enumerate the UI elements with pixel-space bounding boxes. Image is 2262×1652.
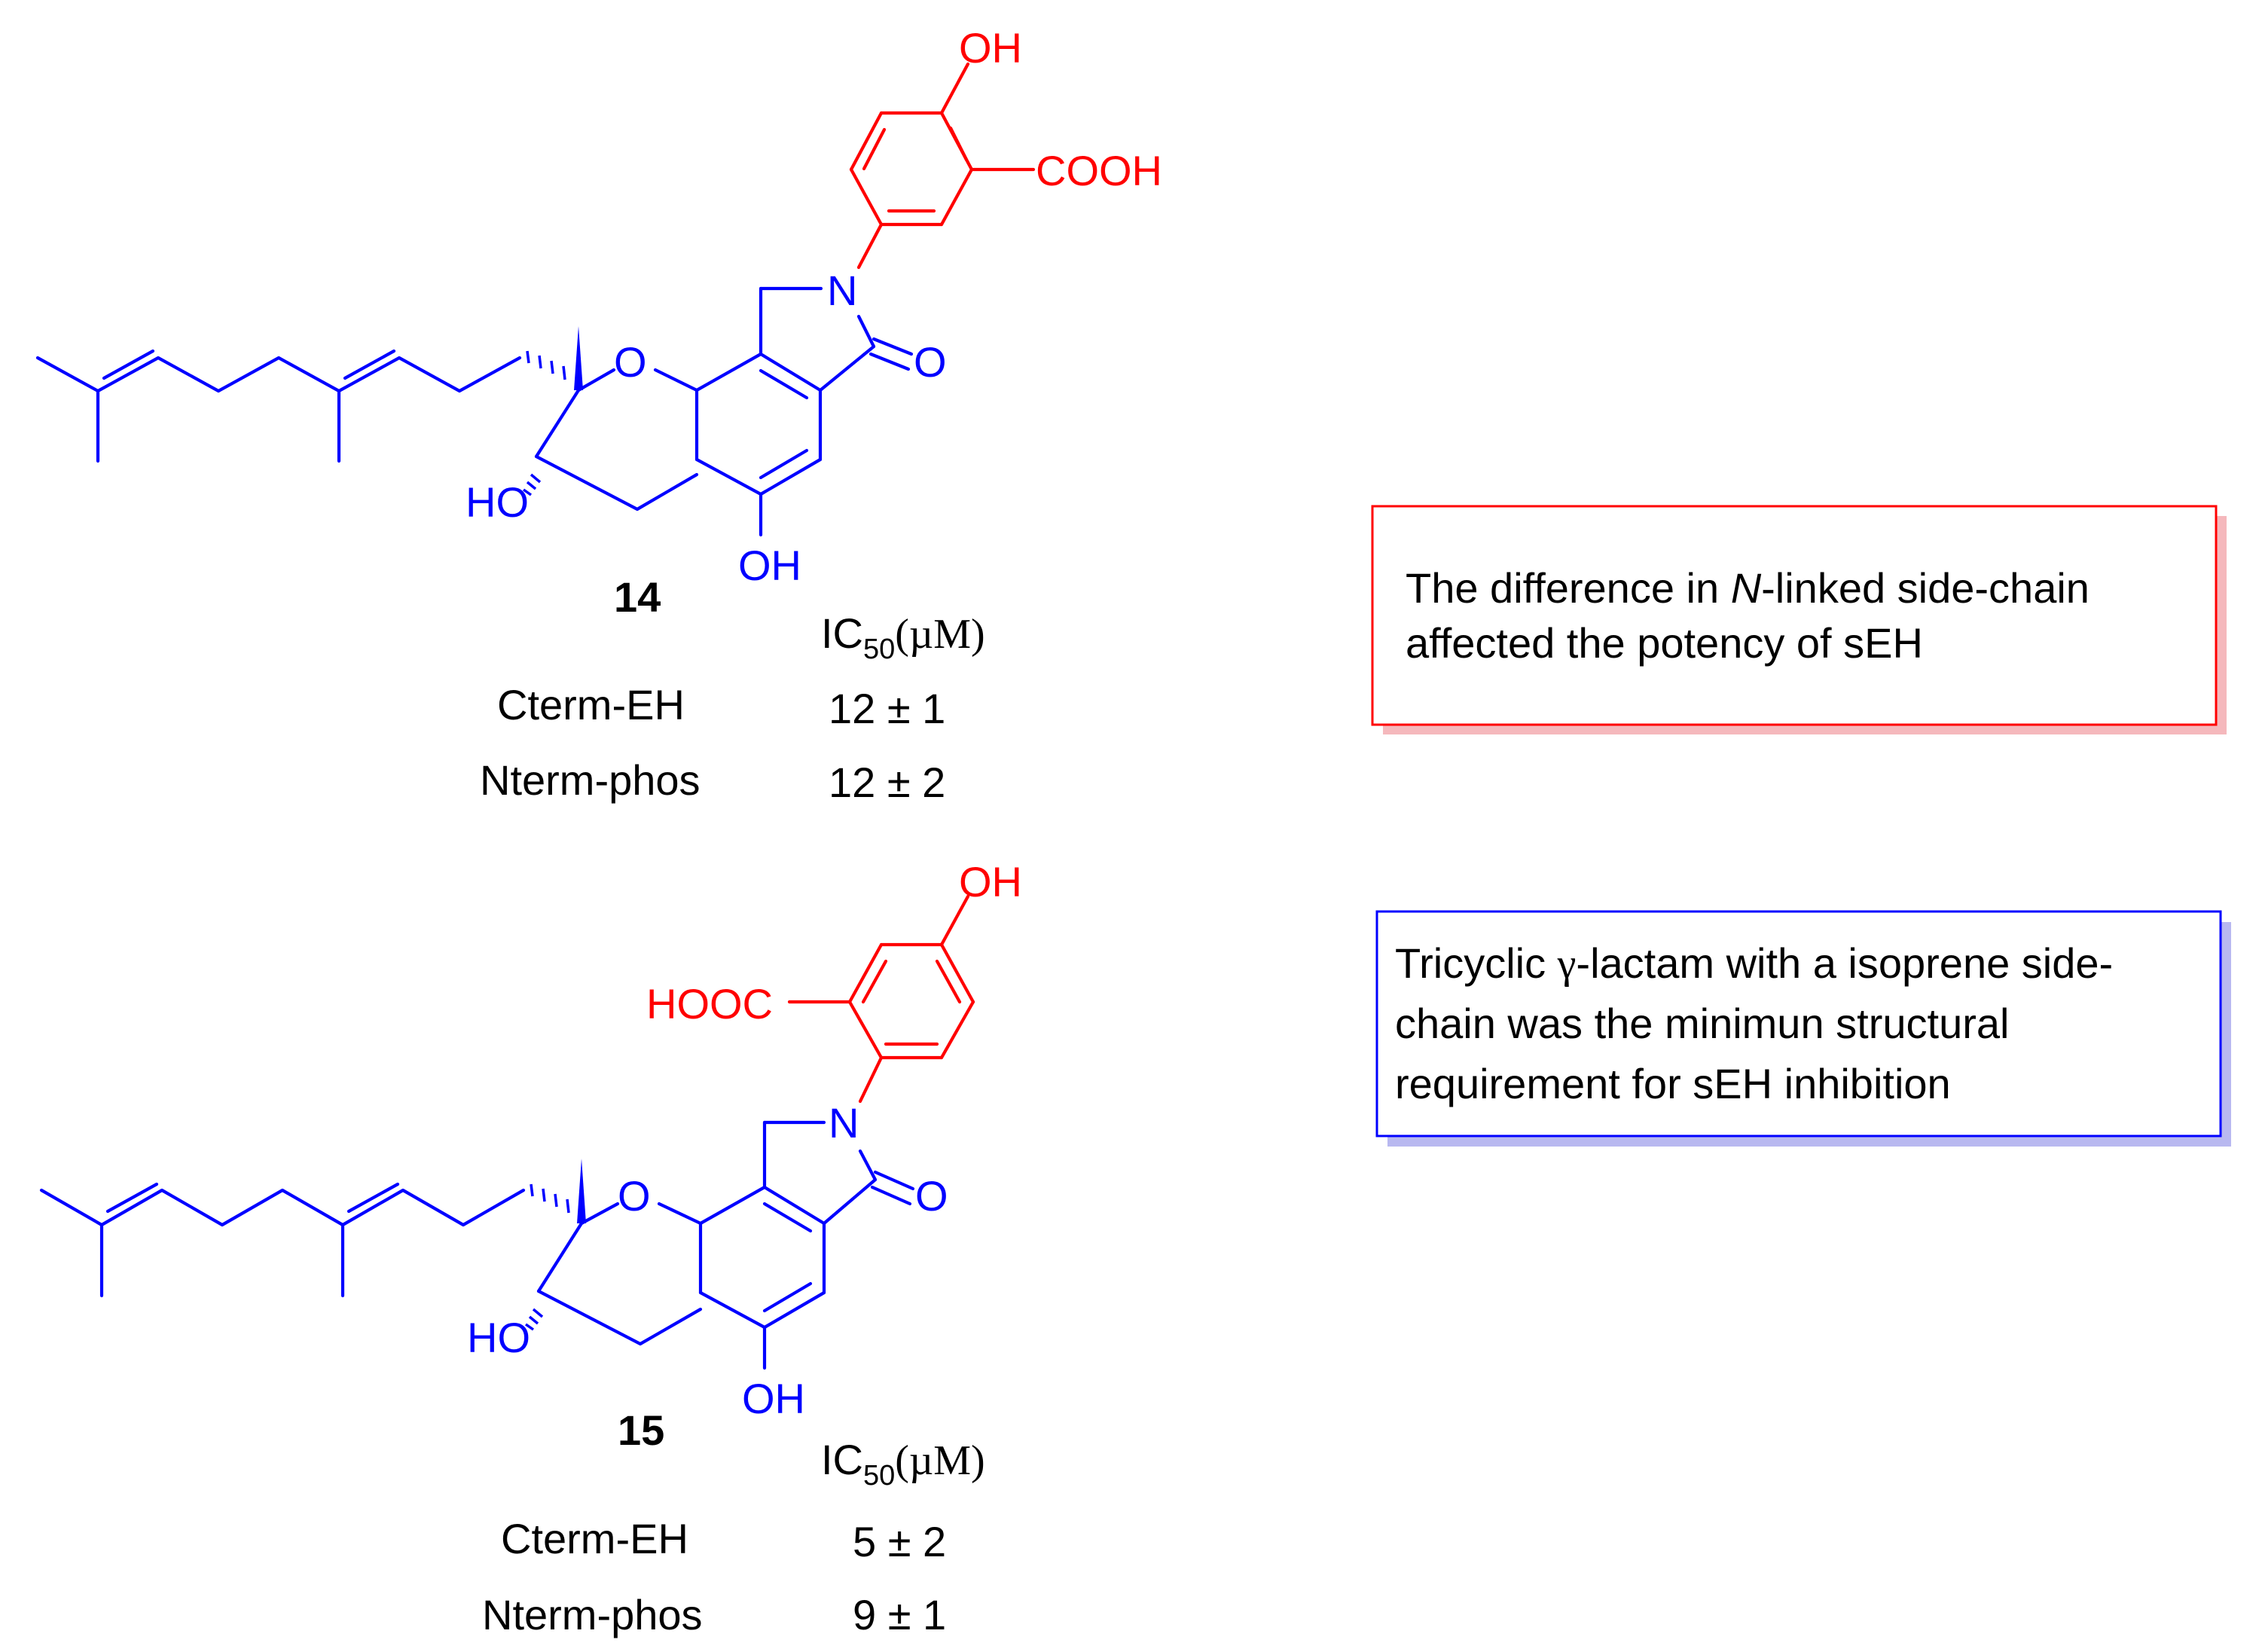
compound-14-label: 14 [614, 573, 661, 621]
compound-15-hashed-bonds [524, 1183, 570, 1331]
compound-14-row1-value: 12 ± 1 [829, 685, 945, 732]
compound-15-oh-bottom: OH [742, 1375, 805, 1422]
compound-14-row2-value: 12 ± 2 [829, 759, 945, 806]
compound-15-ic50-header: IC50(µM) [821, 1436, 985, 1492]
compound-15-n-atom: N [829, 1099, 859, 1147]
compound-14-n-atom: N [827, 267, 857, 314]
compound-15-carbonyl-o: O [915, 1172, 948, 1220]
compound-14-structure: OH COOH N O O HO OH [35, 24, 1162, 589]
compound-15-label: 15 [618, 1406, 664, 1454]
note-box-potency: The difference in N-linked side-chain af… [1371, 505, 2227, 734]
compound-14-ho: HO [466, 478, 529, 526]
compound-14-ic50-header: IC50(µM) [821, 609, 985, 665]
compound-15-row2-value: 9 ± 1 [853, 1591, 946, 1638]
note-box-requirement: Tricyclic γ-lactam with a isoprene side-… [1375, 910, 2231, 1147]
compound-14-row2-target: Nterm-phos [480, 756, 701, 804]
compound-14-cooh: COOH [1036, 147, 1162, 194]
note-potency-line2: affected the potency of sEH [1406, 619, 1923, 667]
compound-15-row1-target: Cterm-EH [501, 1515, 688, 1562]
svg-text:IC50(µM): IC50(µM) [821, 609, 985, 665]
compound-15-row2-target: Nterm-phos [482, 1591, 703, 1638]
compound-15-core-bonds [39, 1120, 915, 1370]
compound-14-aryl-bonds [849, 62, 1036, 270]
compound-14-carbonyl-o: O [914, 338, 947, 386]
compound-14-oh-top: OH [959, 24, 1022, 72]
compound-14-hashed-bonds [522, 350, 566, 496]
note-requirement-line1: Tricyclic γ-lactam with a isoprene side- [1395, 939, 2113, 988]
compound-15-aryl-bonds [787, 894, 975, 1104]
compound-14-row1-target: Cterm-EH [497, 681, 685, 728]
compound-14-ring-o: O [614, 338, 647, 386]
compound-15-ring-o: O [618, 1172, 651, 1220]
compound-15-oh-top: OH [959, 858, 1022, 905]
note-requirement-line2: chain was the minimun structural [1395, 1000, 2009, 1047]
compound-15-ho: HO [467, 1314, 530, 1361]
svg-text:IC50(µM): IC50(µM) [821, 1436, 985, 1492]
note-potency-line1: The difference in N-linked side-chain [1406, 564, 2090, 612]
compound-14-core-bonds [35, 286, 914, 537]
compound-15-row1-value: 5 ± 2 [853, 1518, 946, 1565]
note-requirement-line3: requirement for sEH inhibition [1395, 1060, 1951, 1107]
compound-15-cooh: HOOC [646, 980, 773, 1028]
compound-15-structure: OH HOOC N O O HO OH [39, 858, 1022, 1422]
compound-14-oh-bottom: OH [738, 542, 801, 589]
